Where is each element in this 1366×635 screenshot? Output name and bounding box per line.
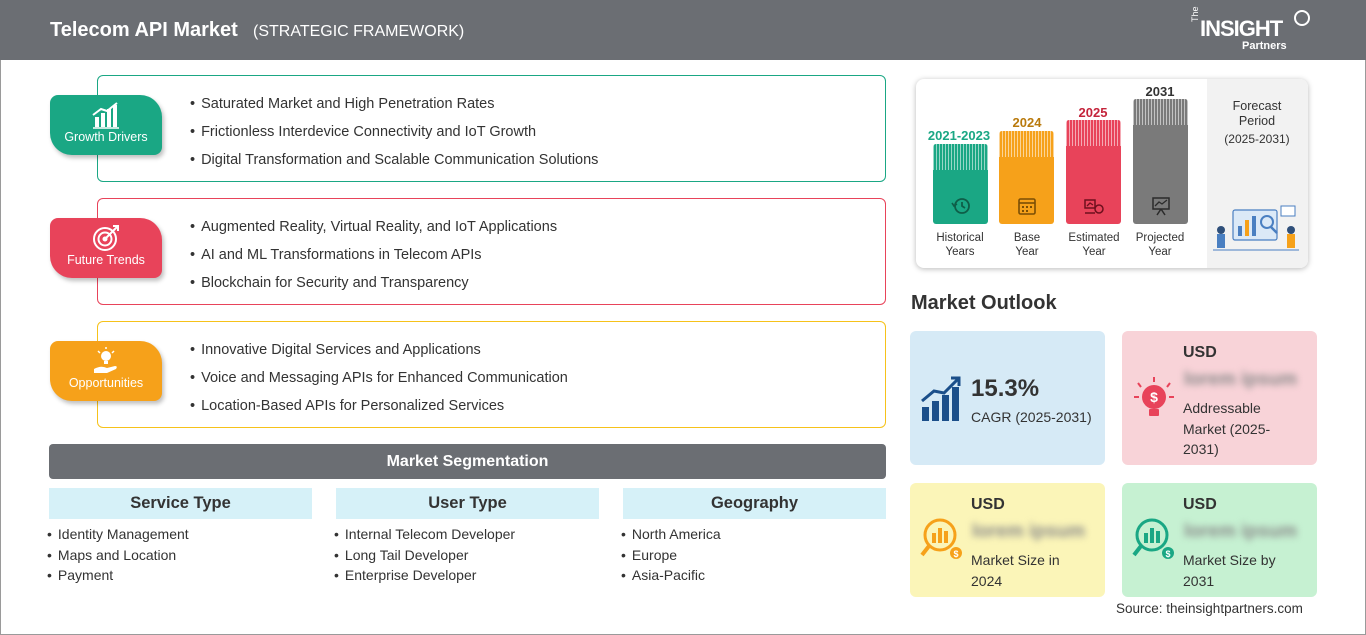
growth-drivers-label: Growth Drivers [64, 130, 148, 144]
segment-service-type-list: Identity Management Maps and Location Pa… [47, 525, 189, 587]
logo-partners: Partners [1242, 40, 1287, 52]
growth-chart-icon [92, 102, 119, 129]
cagr-card: 15.3% CAGR (2025-2031) [910, 331, 1105, 465]
coin-chart-icon: $ [920, 518, 962, 559]
list-item: Saturated Market and High Penetration Ra… [190, 95, 598, 123]
size-2024-usd: USD [971, 496, 1005, 513]
list-item: Frictionless Interdevice Connectivity an… [190, 123, 598, 151]
list-item: Digital Transformation and Scalable Comm… [190, 151, 598, 179]
opportunities-box: Innovative Digital Services and Applicat… [97, 321, 886, 428]
money-bulb-icon: $ [1134, 377, 1174, 416]
target-icon [93, 225, 119, 251]
bar-estimated [1066, 120, 1121, 224]
segment-service-type-title: Service Type [49, 488, 312, 519]
calendar-icon [1018, 198, 1036, 215]
list-item: Internal Telecom Developer [334, 525, 515, 546]
addressable-usd: USD [1183, 344, 1217, 361]
bar-base [999, 131, 1054, 224]
analytics-people-icon [1213, 205, 1299, 251]
list-item: Payment [47, 566, 189, 587]
list-item: Enterprise Developer [334, 566, 515, 587]
size-2031-usd: USD [1183, 496, 1217, 513]
market-outlook-title: Market Outlook [911, 292, 1057, 314]
year-base: 2024 [1012, 115, 1042, 130]
list-item: Asia-Pacific [621, 566, 721, 587]
size-2031-value: lorem ipsum [1184, 521, 1297, 542]
header-bar: Telecom API Market (STRATEGIC FRAMEWORK)… [0, 0, 1366, 60]
coin-chart-icon: $ [1132, 518, 1174, 559]
forecast-range: (2025-2031) [1224, 132, 1290, 146]
logo-insight: INSIGHT [1200, 16, 1283, 41]
opportunities-label: Opportunities [68, 376, 144, 390]
size-2024-value: lorem ipsum [972, 521, 1085, 542]
growth-drivers-box: Saturated Market and High Penetration Ra… [97, 75, 886, 182]
list-item: Augmented Reality, Virtual Reality, and … [190, 218, 557, 246]
history-clock-icon [951, 198, 970, 214]
bar-historical [933, 144, 988, 224]
page-subtitle: (STRATEGIC FRAMEWORK) [253, 23, 465, 40]
logo-ring-icon [1294, 10, 1310, 26]
list-item: Location-Based APIs for Personalized Ser… [190, 397, 568, 425]
future-trends-badge: Future Trends [50, 218, 162, 278]
list-item: Identity Management [47, 525, 189, 546]
year-projected: 2031 [1145, 84, 1175, 99]
svg-text:$: $ [1165, 549, 1170, 559]
bar-projected [1133, 99, 1188, 224]
cagr-value: 15.3% [971, 375, 1040, 402]
page-title: Telecom API Market [50, 19, 238, 41]
list-item: North America [621, 525, 721, 546]
list-item: Innovative Digital Services and Applicat… [190, 341, 568, 369]
segment-geography-list: North America Europe Asia-Pacific [621, 525, 721, 587]
list-item: Long Tail Developer [334, 546, 515, 567]
list-item: Maps and Location [47, 546, 189, 567]
future-trends-list: Augmented Reality, Virtual Reality, and … [190, 218, 557, 302]
year-historical: 2021-2023 [927, 128, 991, 143]
year-estimated: 2025 [1078, 105, 1108, 120]
segmentation-header: Market Segmentation [49, 444, 886, 479]
opportunities-badge: Opportunities [50, 341, 162, 401]
projection-board-icon [1152, 197, 1170, 216]
estimate-chart-icon [1084, 199, 1104, 214]
logo-the: The [1190, 6, 1200, 22]
svg-text:$: $ [1150, 389, 1158, 405]
growth-drivers-list: Saturated Market and High Penetration Ra… [190, 95, 598, 179]
segment-user-type-list: Internal Telecom Developer Long Tail Dev… [334, 525, 515, 587]
svg-text:$: $ [953, 549, 958, 559]
source-credit: Source: theinsightpartners.com [1116, 601, 1303, 616]
list-item: Europe [621, 546, 721, 567]
list-item: AI and ML Transformations in Telecom API… [190, 246, 557, 274]
list-item: Voice and Messaging APIs for Enhanced Co… [190, 369, 568, 397]
future-trends-box: Augmented Reality, Virtual Reality, and … [97, 198, 886, 305]
growth-drivers-badge: Growth Drivers [50, 95, 162, 155]
growth-chart-icon [921, 376, 961, 421]
segment-geography-title: Geography [623, 488, 886, 519]
insight-partners-logo[interactable]: The INSIGHT Partners [1190, 6, 1320, 54]
segment-user-type-title: User Type [336, 488, 599, 519]
opportunities-list: Innovative Digital Services and Applicat… [190, 341, 568, 425]
list-item: Blockchain for Security and Transparency [190, 274, 557, 302]
future-trends-label: Future Trends [67, 253, 145, 267]
addressable-value: lorem ipsum [1184, 369, 1297, 390]
cagr-label: CAGR (2025-2031) [971, 409, 1092, 425]
idea-hand-icon [94, 347, 117, 373]
